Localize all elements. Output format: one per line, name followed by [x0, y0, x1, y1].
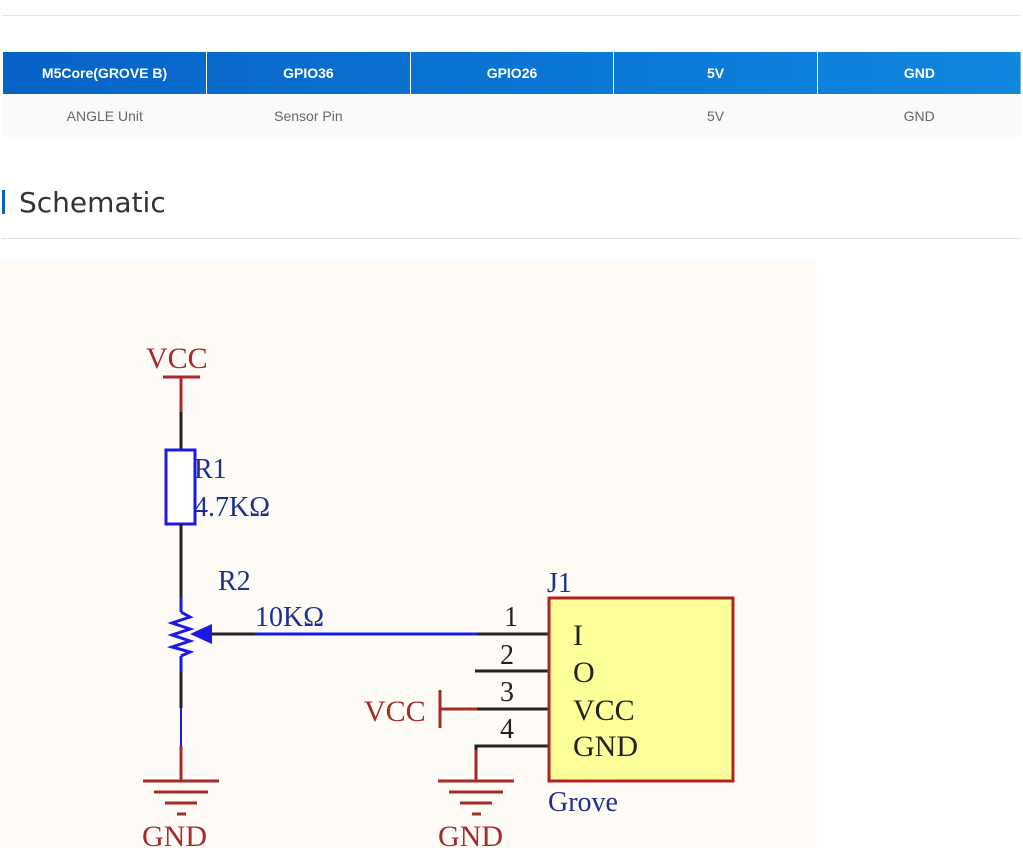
schematic-image: VCC R1 4.7KΩ R2 10KΩ GND VCC — [0, 262, 817, 853]
table-header-cell: GPIO36 — [206, 52, 411, 94]
pin-label: O — [573, 656, 595, 689]
vcc-label-top: VCC — [146, 342, 208, 375]
resistor-r1 — [164, 448, 197, 526]
potentiometer-r2 — [166, 610, 195, 658]
wiper-arrow-icon — [190, 624, 212, 644]
pin-number: 1 — [504, 602, 518, 633]
pin-label: I — [573, 619, 583, 652]
pin-number: 2 — [500, 640, 514, 671]
schematic-diagram: VCC R1 4.7KΩ R2 10KΩ GND VCC — [142, 342, 735, 853]
r1-value: 4.7KΩ — [194, 492, 270, 523]
pin-4-line — [474, 744, 549, 781]
table-header-cell: 5V — [613, 52, 818, 94]
r1-ref: R1 — [194, 454, 227, 485]
vcc-label-right: VCC — [364, 695, 426, 728]
table-cell: ANGLE Unit — [3, 94, 207, 137]
gnd-label-left: GND — [142, 820, 207, 848]
j1-ref: J1 — [547, 568, 572, 599]
table-cell: GND — [817, 94, 1021, 137]
gnd-label-right: GND — [438, 820, 503, 848]
top-divider — [2, 15, 1021, 16]
section-divider — [2, 238, 1021, 239]
section-heading: Schematic — [2, 185, 166, 219]
table-cell: Sensor Pin — [206, 94, 411, 137]
r2-ref: R2 — [218, 566, 251, 597]
table-cell: 5V — [613, 94, 818, 137]
pin-label: VCC — [573, 694, 635, 727]
pin-number: 3 — [500, 677, 514, 708]
table-header-cell: GPIO26 — [410, 52, 615, 94]
table-header-cell: M5Core(GROVE B) — [3, 52, 208, 94]
table-header-row: M5Core(GROVE B) GPIO36 GPIO26 5V GND — [3, 52, 1021, 94]
connector-name: Grove — [548, 787, 618, 818]
r2-value: 10KΩ — [255, 602, 324, 633]
table-row: ANGLE Unit Sensor Pin 5V GND — [3, 94, 1021, 137]
pin-number: 4 — [500, 714, 514, 745]
pin-mapping-table: M5Core(GROVE B) GPIO36 GPIO26 5V GND ANG… — [3, 52, 1021, 137]
heading-accent-bar — [2, 190, 5, 214]
table-cell — [410, 94, 614, 137]
table-header-cell: GND — [903, 65, 935, 81]
section-title: Schematic — [19, 185, 166, 219]
grove-connector-j1 — [547, 596, 735, 783]
pin-label: GND — [573, 730, 638, 763]
